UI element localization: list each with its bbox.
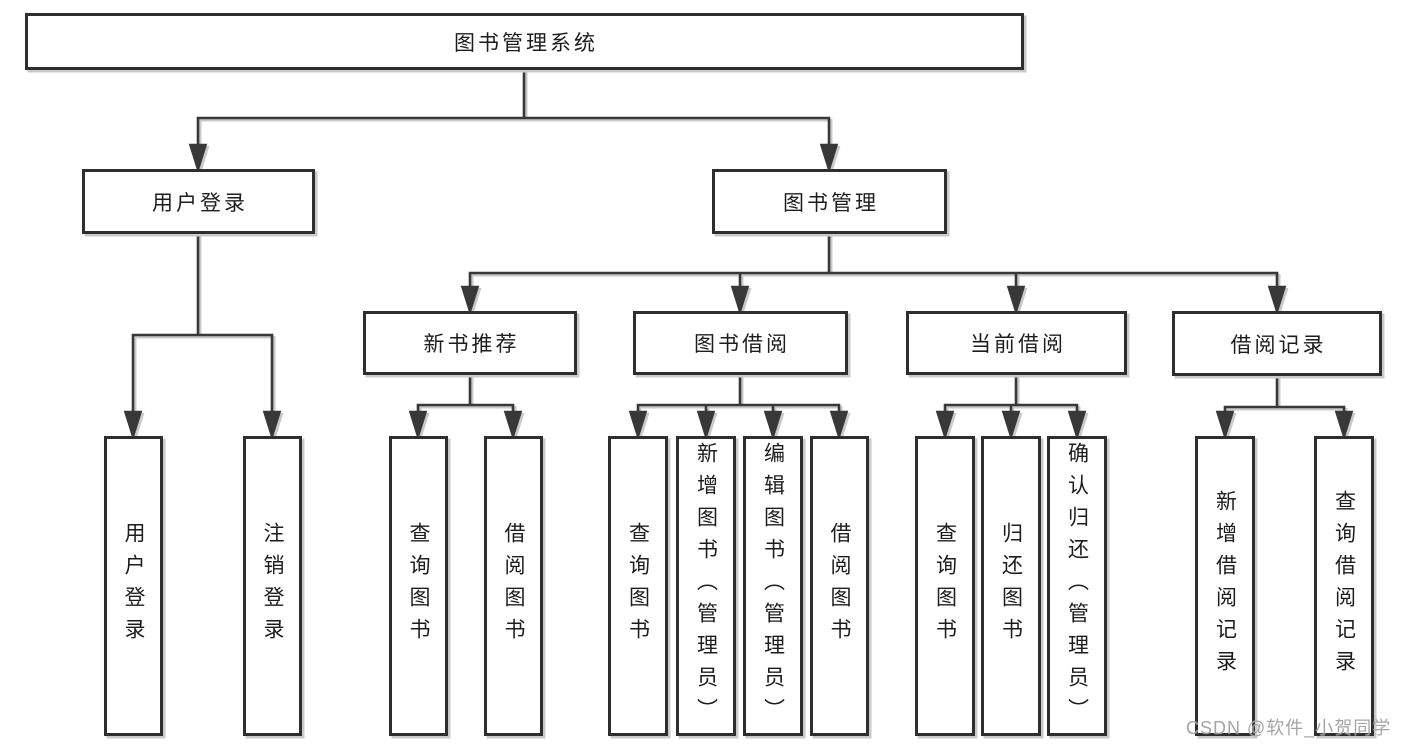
node-label: 确认归还（管理员） bbox=[1065, 442, 1089, 730]
node-label: 查询借阅记录 bbox=[1332, 490, 1356, 682]
node-borrowing-records: 借阅记录 bbox=[1172, 311, 1382, 376]
leaf-logout: 注销登录 bbox=[243, 436, 302, 736]
node-label: 归还图书 bbox=[999, 522, 1023, 650]
node-library-management-system: 图书管理系统 bbox=[25, 13, 1024, 70]
leaf-user-login: 用户登录 bbox=[104, 436, 163, 736]
node-label: 用户登录 bbox=[122, 522, 145, 650]
node-new-book-recommendation: 新书推荐 bbox=[363, 311, 577, 375]
node-label: 新增借阅记录 bbox=[1213, 490, 1237, 682]
node-label: 图书借阅 bbox=[694, 333, 790, 356]
leaf-confirm-return-admin: 确认归还（管理员） bbox=[1047, 436, 1107, 736]
node-label: 查询图书 bbox=[933, 522, 957, 650]
node-label: 查询图书 bbox=[407, 522, 430, 650]
node-label: 注销登录 bbox=[261, 522, 284, 650]
leaf-add-borrow-record: 新增借阅记录 bbox=[1195, 436, 1255, 736]
leaf-query-books: 查询图书 bbox=[915, 436, 975, 736]
node-label: 借阅记录 bbox=[1230, 333, 1327, 357]
node-label: 当前借阅 bbox=[970, 333, 1066, 356]
connector-main bbox=[124, 68, 1353, 438]
node-label: 编辑图书（管理员） bbox=[761, 442, 785, 730]
node-label: 借阅图书 bbox=[828, 522, 851, 650]
node-user-login: 用户登录 bbox=[82, 169, 315, 234]
leaf-query-books: 查询图书 bbox=[389, 436, 448, 736]
node-label: 新书推荐 bbox=[423, 333, 520, 356]
node-label: 新增图书（管理员） bbox=[694, 442, 718, 730]
csdn-watermark: CSDN @软件_小贺同学 bbox=[1186, 718, 1392, 738]
node-label: 图书管理 bbox=[783, 191, 879, 215]
leaf-edit-books-admin: 编辑图书（管理员） bbox=[743, 436, 803, 736]
node-label: 图书管理系统 bbox=[454, 31, 598, 55]
node-book-borrowing: 图书借阅 bbox=[633, 311, 848, 375]
leaf-query-borrow-record: 查询借阅记录 bbox=[1314, 436, 1374, 736]
leaf-borrow-books: 借阅图书 bbox=[810, 436, 869, 736]
node-label: 借阅图书 bbox=[502, 522, 525, 650]
node-current-borrowing: 当前借阅 bbox=[906, 311, 1127, 375]
node-label: 用户登录 bbox=[152, 191, 248, 215]
node-label: 查询图书 bbox=[626, 522, 650, 650]
node-book-management: 图书管理 bbox=[712, 169, 947, 234]
leaf-query-books: 查询图书 bbox=[608, 436, 668, 736]
leaf-return-books: 归还图书 bbox=[981, 436, 1041, 736]
leaf-add-books-admin: 新增图书（管理员） bbox=[676, 436, 736, 736]
leaf-borrow-books: 借阅图书 bbox=[484, 436, 543, 736]
